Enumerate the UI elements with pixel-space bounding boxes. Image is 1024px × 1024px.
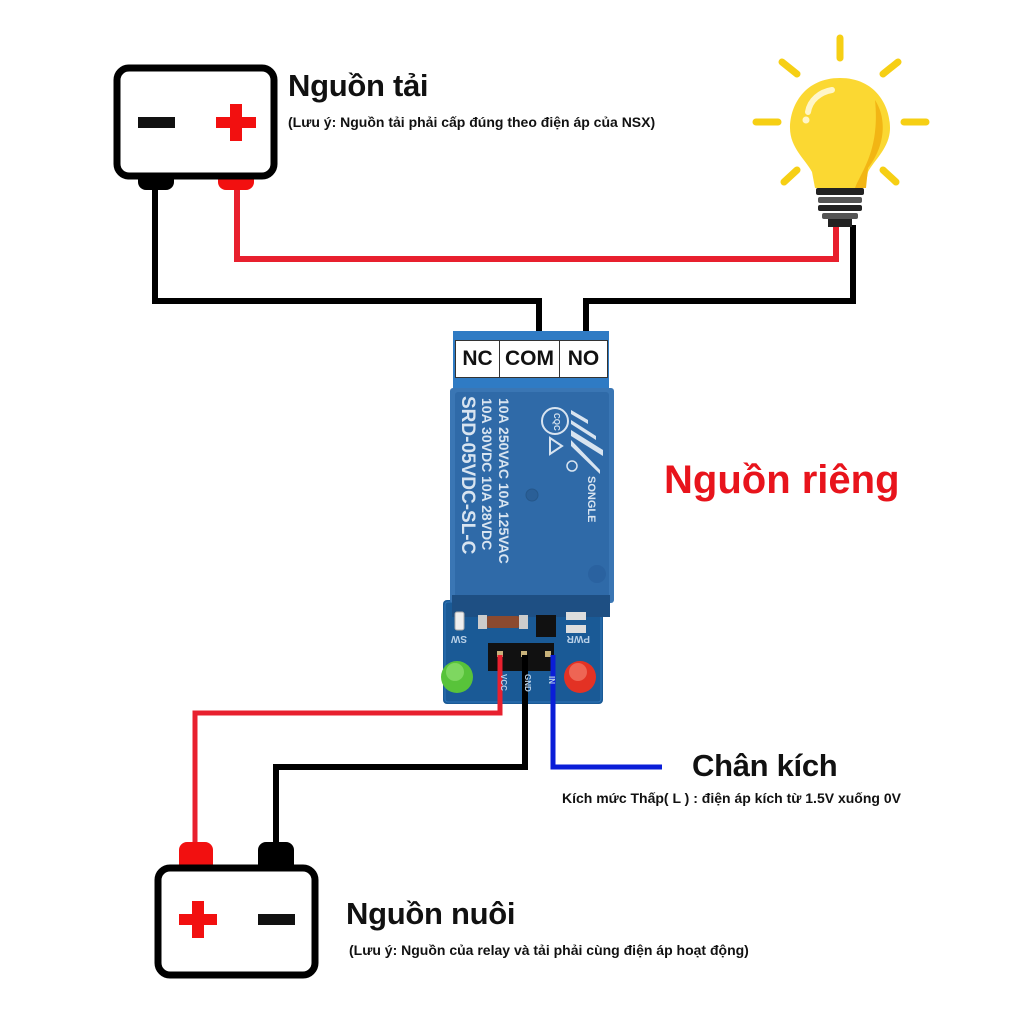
terminal-nc: NC [455,340,500,378]
terminal-nc-label: NC [462,347,493,370]
terminal-no-label: NO [567,347,600,370]
relay-brand: SONGLE [585,476,597,523]
in-label: IN [547,676,556,684]
relay-supply-battery-icon [154,842,319,979]
songle-logo-icon [571,410,603,474]
light-bulb-icon [752,34,930,227]
relay-cert: CQC [552,413,561,431]
relay-supply-note: (Lưu ý: Nguồn của relay và tải phải cùng… [349,942,749,958]
relay-model: SRD-05VDC-SL-C [457,396,478,555]
relay-supply-title: Nguồn nuôi [346,896,516,931]
load-supply-note: (Lưu ý: Nguồn tải phải cấp đúng theo điệ… [288,114,656,130]
gnd-label: GND [523,674,532,692]
vcc-label: VCC [499,674,508,691]
separate-supply-label: Nguồn riêng [664,458,900,502]
plus-sign-icon [179,901,217,938]
pwr-label: PWR [566,633,590,644]
wire-load-positive [234,190,839,262]
trigger-note: Kích mức Thấp( L ) : điện áp kích từ 1.5… [562,790,901,806]
minus-sign-icon [258,914,295,925]
terminal-com-label: COM [505,347,554,370]
terminal-com: COM [499,340,560,378]
terminal-no: NO [559,340,608,378]
wire-load-negative [152,190,542,332]
wire-vcc [192,655,503,848]
sw-label: SW [450,633,467,644]
warning-triangle-icon [549,436,564,456]
plus-sign-icon [216,104,256,141]
cqc-logo-icon [541,407,569,435]
wire-in [550,655,662,770]
wire-lamp-to-no [583,225,856,332]
trigger-title: Chân kích [692,748,838,783]
wire-gnd [273,655,528,848]
minus-sign-icon [138,117,175,128]
relay-rating-line-1: 10A 250VAC 10A 125VAC [496,398,512,564]
relay-rating-line-2: 10A 30VDC 10A 28VDC [479,398,495,551]
load-supply-title: Nguồn tải [288,68,429,103]
load-battery-icon [113,64,278,190]
